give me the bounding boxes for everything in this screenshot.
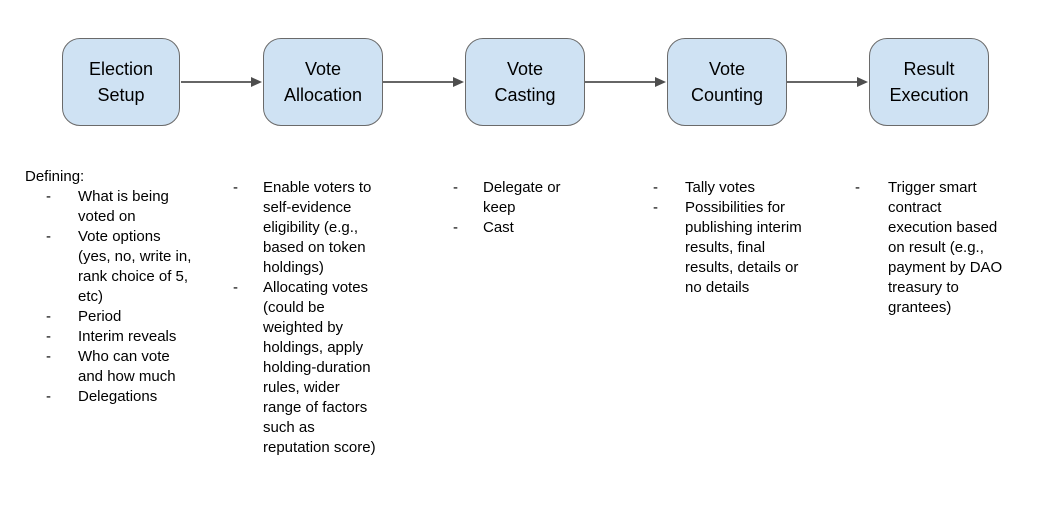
details-result-execution: - Trigger smart contract execution based… — [855, 178, 1007, 318]
detail-text: What is being voted on — [78, 188, 169, 225]
bullet-dash: - — [46, 388, 51, 405]
detail-item: - Delegations — [46, 387, 195, 407]
detail-text: Who can vote and how much — [78, 348, 176, 385]
detail-text: Delegate or keep — [483, 179, 561, 216]
stage-label: Vote Counting — [690, 59, 764, 105]
arrowhead-icon — [251, 77, 262, 87]
bullet-dash: - — [453, 179, 458, 196]
detail-item: - Enable voters to self-evidence eligibi… — [233, 178, 383, 278]
bullet-dash: - — [233, 279, 238, 296]
bullet-dash: - — [653, 179, 658, 196]
detail-item: - Who can vote and how much — [46, 347, 195, 387]
stage-label: Election Setup — [88, 59, 154, 105]
bullet-dash: - — [46, 228, 51, 245]
details-election-setup: Defining: - What is being voted on - Vot… — [25, 167, 195, 407]
stage-box-election-setup: Election Setup — [62, 38, 180, 126]
arrowhead-icon — [655, 77, 666, 87]
bullet-dash: - — [46, 328, 51, 345]
arrowhead-icon — [857, 77, 868, 87]
detail-text: Trigger smart contract execution based o… — [888, 179, 1003, 316]
arrow-right-icon — [585, 77, 666, 87]
detail-item: - Period — [46, 307, 195, 327]
arrow-right-icon — [181, 77, 262, 87]
details-vote-allocation: - Enable voters to self-evidence eligibi… — [233, 178, 383, 458]
arrow-right-icon — [383, 77, 464, 87]
detail-item: - Cast — [453, 218, 577, 238]
bullet-dash: - — [233, 179, 238, 196]
detail-text: Period — [78, 308, 122, 325]
detail-text: Cast — [483, 219, 514, 236]
stage-label: Vote Casting — [494, 59, 556, 105]
arrow-right-icon — [787, 77, 868, 87]
details-heading: Defining: — [25, 168, 85, 185]
detail-item: - Tally votes — [653, 178, 805, 198]
detail-item: - Delegate or keep — [453, 178, 577, 218]
detail-item: - Interim reveals — [46, 327, 195, 347]
stage-box-vote-allocation: Vote Allocation — [263, 38, 383, 126]
stage-label: Vote Allocation — [283, 59, 363, 105]
detail-item: - Trigger smart contract execution based… — [855, 178, 1007, 318]
detail-text: Delegations — [78, 388, 158, 405]
detail-text: Allocating votes (could be weighted by h… — [263, 279, 376, 456]
detail-item: - What is being voted on — [46, 187, 195, 227]
bullet-dash: - — [46, 308, 51, 325]
stage-box-vote-casting: Vote Casting — [465, 38, 585, 126]
detail-text: Interim reveals — [78, 328, 177, 345]
stage-box-result-execution: Result Execution — [869, 38, 989, 126]
bullet-dash: - — [453, 219, 458, 236]
detail-item: - Vote options (yes, no, write in, rank … — [46, 227, 195, 307]
detail-item: - Possibilities for publishing interim r… — [653, 198, 805, 298]
bullet-dash: - — [46, 188, 51, 205]
detail-item: - Allocating votes (could be weighted by… — [233, 278, 383, 458]
details-vote-counting: - Tally votes - Possibilities for publis… — [653, 178, 805, 298]
detail-text: Tally votes — [685, 179, 756, 196]
bullet-dash: - — [855, 179, 860, 196]
stage-box-vote-counting: Vote Counting — [667, 38, 787, 126]
detail-text: Possibilities for publishing interim res… — [685, 199, 802, 296]
arrowhead-icon — [453, 77, 464, 87]
bullet-dash: - — [653, 199, 658, 216]
detail-text: Vote options (yes, no, write in, rank ch… — [78, 228, 192, 305]
bullet-dash: - — [46, 348, 51, 365]
stage-label: Result Execution — [889, 59, 969, 105]
detail-text: Enable voters to self-evidence eligibili… — [263, 179, 372, 276]
details-vote-casting: - Delegate or keep - Cast — [453, 178, 577, 238]
